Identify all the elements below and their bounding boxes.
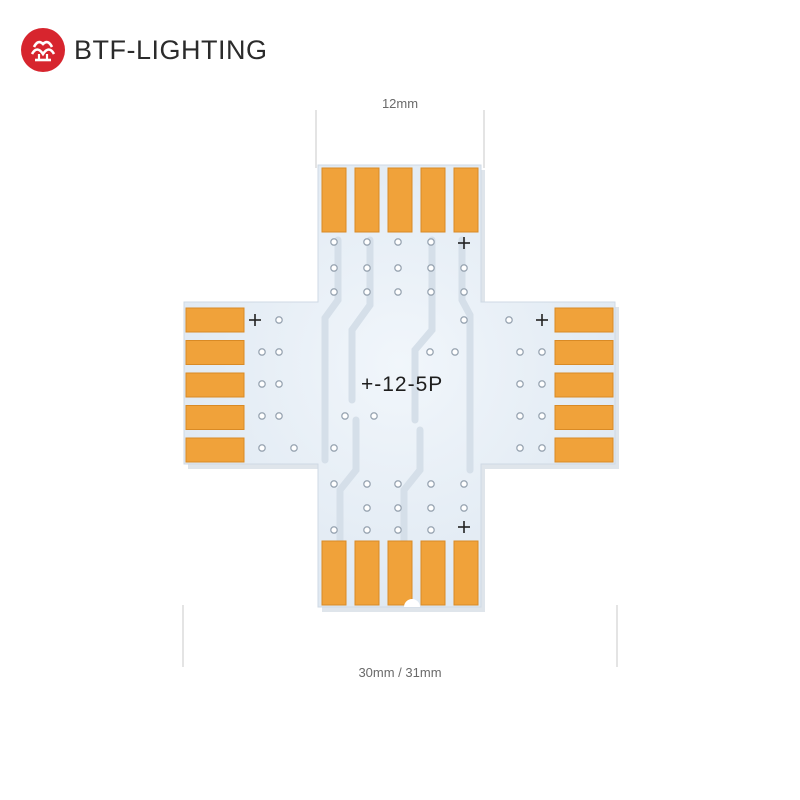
dimension-bottom-label: 30mm / 31mm (358, 665, 442, 680)
via-hole (363, 480, 371, 488)
via-hole (427, 526, 435, 534)
via-hole (427, 288, 435, 296)
solder-pad-right-4 (554, 405, 614, 430)
solder-pad-top-5 (453, 167, 479, 233)
via-hole (460, 480, 468, 488)
pads-left (185, 307, 245, 463)
solder-pad-left-1 (185, 307, 245, 333)
via-hole (363, 238, 371, 246)
brand-name: BTF-LIGHTING (74, 34, 268, 65)
solder-pad-right-2 (554, 340, 614, 365)
pads-top (321, 167, 479, 233)
plus-mark-right (536, 314, 548, 326)
btf-flower-logo-icon (21, 28, 65, 72)
via-hole (505, 316, 513, 324)
solder-pad-bottom-1 (321, 540, 347, 606)
via-hole (427, 480, 435, 488)
via-hole (363, 526, 371, 534)
via-hole (330, 444, 338, 452)
solder-pad-left-5 (185, 437, 245, 463)
via-hole (275, 348, 283, 356)
via-hole (290, 444, 298, 452)
via-hole (394, 480, 402, 488)
via-hole (451, 348, 459, 356)
via-hole (275, 316, 283, 324)
via-hole (363, 264, 371, 272)
via-hole (258, 380, 266, 388)
via-hole (394, 238, 402, 246)
pcb-board (183, 164, 616, 608)
via-hole (394, 264, 402, 272)
via-hole (427, 504, 435, 512)
solder-pad-right-5 (554, 437, 614, 463)
plus-mark-bottom (458, 521, 470, 533)
via-hole (538, 348, 546, 356)
solder-pad-left-2 (185, 340, 245, 365)
via-hole (275, 380, 283, 388)
pads-right (554, 307, 614, 463)
via-hole (538, 444, 546, 452)
via-hole (363, 504, 371, 512)
solder-pad-bottom-2 (354, 540, 380, 606)
silkscreen-label: +-12-5P (361, 373, 443, 396)
via-hole (341, 412, 349, 420)
solder-pad-bottom-3 (387, 540, 413, 606)
via-hole (460, 288, 468, 296)
via-hole (516, 380, 524, 388)
via-hole (370, 412, 378, 420)
vias (258, 238, 546, 534)
via-hole (460, 504, 468, 512)
via-hole (330, 526, 338, 534)
solder-pad-right-3 (554, 372, 614, 398)
solder-pad-top-1 (321, 167, 347, 233)
via-hole (363, 288, 371, 296)
solder-pad-left-4 (185, 405, 245, 430)
pads-bottom (321, 540, 479, 606)
solder-pad-left-3 (185, 372, 245, 398)
solder-pad-right-1 (554, 307, 614, 333)
via-hole (460, 316, 468, 324)
solder-pad-top-4 (420, 167, 446, 233)
via-hole (538, 412, 546, 420)
via-hole (516, 412, 524, 420)
via-hole (460, 264, 468, 272)
plus-mark-top (458, 237, 470, 249)
brand-logo: BTF-LIGHTING (20, 24, 268, 76)
via-hole (394, 526, 402, 534)
via-hole (427, 264, 435, 272)
solder-pad-top-2 (354, 167, 380, 233)
plus-mark-left (249, 314, 261, 326)
polarity-marks (249, 237, 548, 533)
via-hole (275, 412, 283, 420)
via-hole (330, 264, 338, 272)
via-hole (330, 238, 338, 246)
via-hole (427, 238, 435, 246)
via-hole (516, 444, 524, 452)
board-notch (404, 599, 420, 607)
solder-pad-bottom-5 (453, 540, 479, 606)
via-hole (516, 348, 524, 356)
solder-pad-bottom-4 (420, 540, 446, 606)
via-hole (426, 348, 434, 356)
solder-pad-top-3 (387, 167, 413, 233)
via-hole (394, 504, 402, 512)
via-hole (538, 380, 546, 388)
via-hole (258, 348, 266, 356)
via-hole (258, 444, 266, 452)
via-hole (330, 480, 338, 488)
via-hole (330, 288, 338, 296)
via-hole (394, 288, 402, 296)
via-hole (258, 412, 266, 420)
dimension-top-label: 12mm (381, 96, 419, 111)
